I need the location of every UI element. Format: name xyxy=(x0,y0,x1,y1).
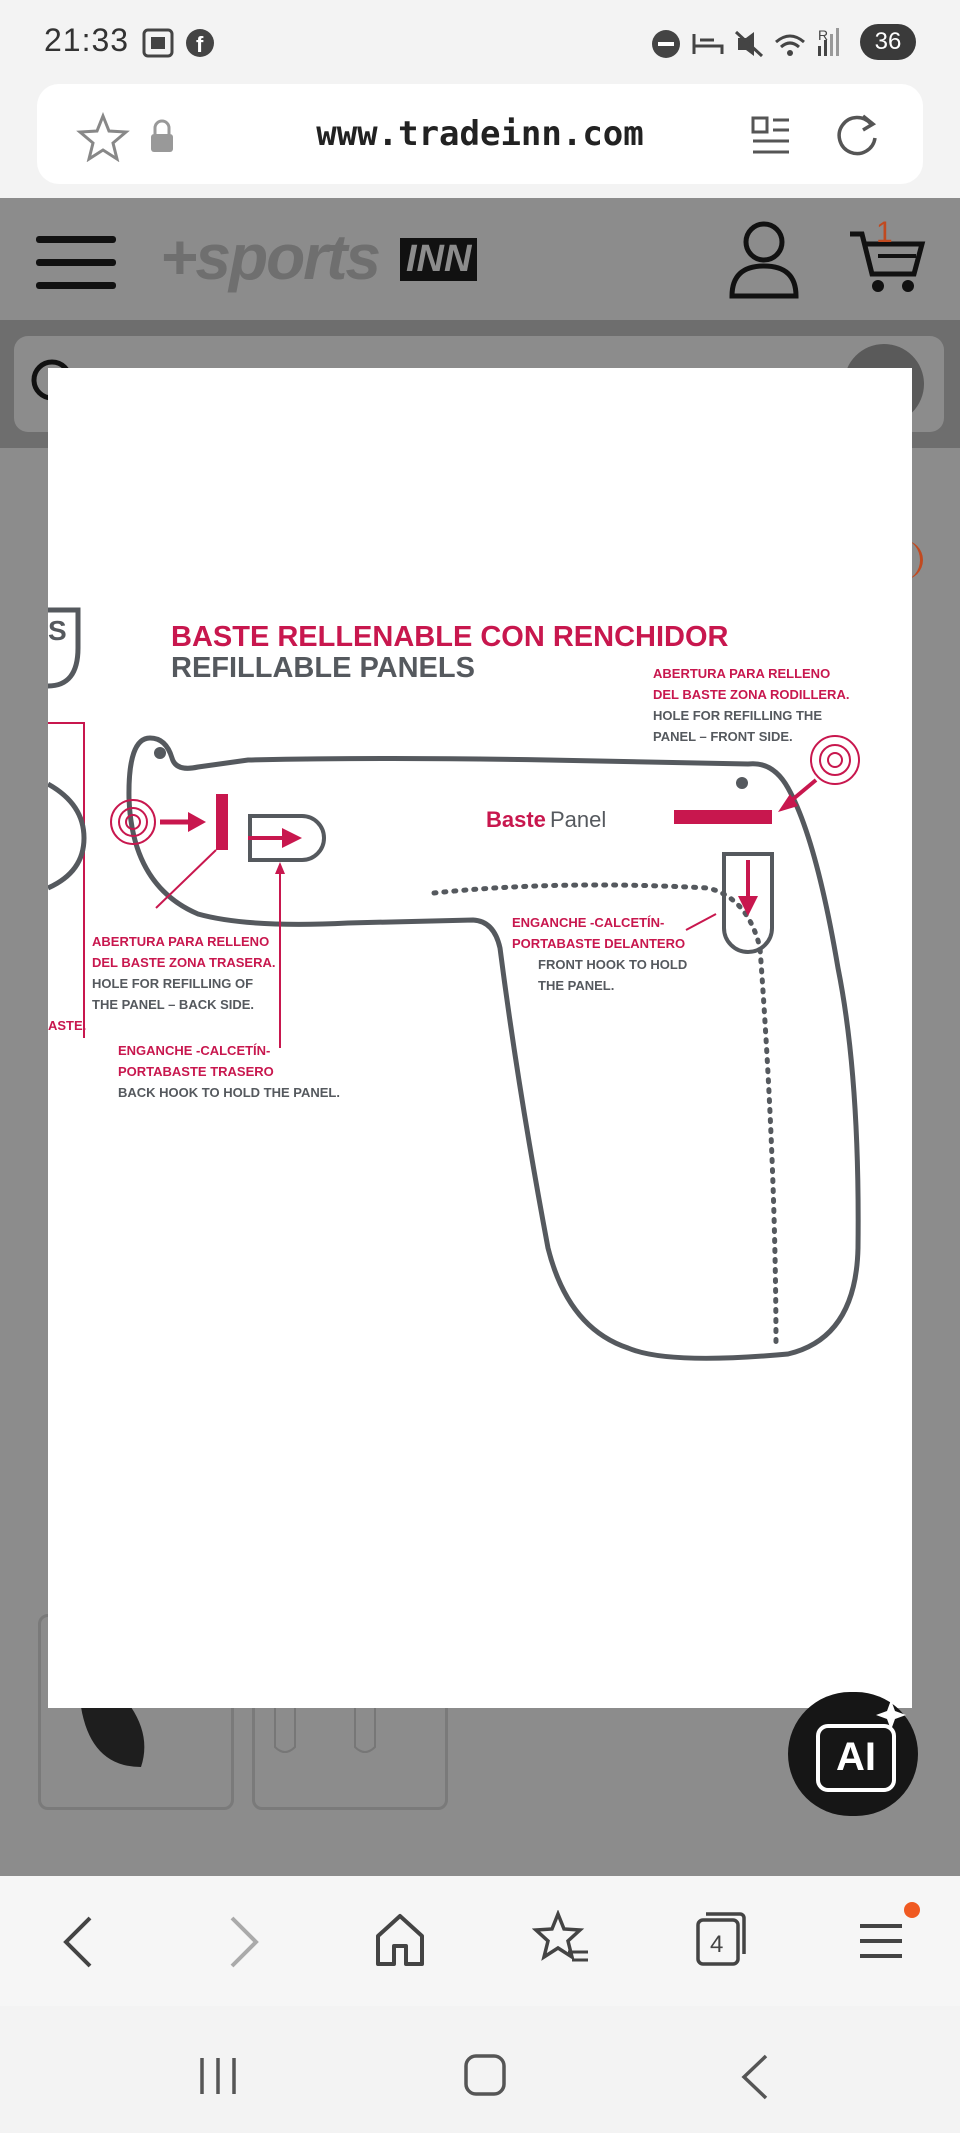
front-hook-caption: ENGANCHE -CALCETÍN- PORTABASTE DELANTERO… xyxy=(512,915,687,993)
forward-arrow-icon[interactable] xyxy=(224,1914,264,1970)
panel-label-panel: Panel xyxy=(550,807,606,832)
svg-text:ABERTURA PARA RELLENO: ABERTURA PARA RELLENO xyxy=(92,934,269,949)
cart-count-badge: 1 xyxy=(876,216,893,249)
svg-text:BACK HOOK TO HOLD THE PANEL.: BACK HOOK TO HOLD THE PANEL. xyxy=(118,1085,340,1100)
system-navigation-bar xyxy=(0,2006,960,2133)
site-logo[interactable]: +sports xyxy=(160,221,381,293)
svg-text:PORTABASTE TRASERO: PORTABASTE TRASERO xyxy=(118,1064,274,1079)
menu-icon[interactable] xyxy=(856,1916,906,1966)
fragment-text: ASTE. xyxy=(48,1018,86,1033)
system-back-icon[interactable] xyxy=(738,2052,772,2102)
reload-icon[interactable] xyxy=(831,110,883,162)
home-icon[interactable] xyxy=(374,1912,426,1968)
front-hook-marker xyxy=(685,852,774,954)
clock: 21:33 xyxy=(44,22,130,58)
address-bar[interactable]: www.tradeinn.com xyxy=(37,84,923,184)
svg-text:ABERTURA PARA RELLENO: ABERTURA PARA RELLENO xyxy=(653,666,830,681)
url-text[interactable]: www.tradeinn.com xyxy=(316,114,644,154)
back-hole-caption: ABERTURA PARA RELLENO DEL BASTE ZONA TRA… xyxy=(92,934,275,1012)
tabs-icon[interactable]: 4 xyxy=(694,1910,748,1970)
svg-text:THE PANEL – BACK SIDE.: THE PANEL – BACK SIDE. xyxy=(92,997,254,1012)
site-logo-badge: INN xyxy=(400,238,478,281)
svg-text:R: R xyxy=(818,27,828,43)
status-bar: 21:33 f R 36 xyxy=(0,0,960,84)
lock-icon xyxy=(151,119,173,152)
status-icons: R xyxy=(652,27,839,58)
system-home-icon[interactable] xyxy=(462,2052,508,2098)
svg-text:ENGANCHE -CALCETÍN-: ENGANCHE -CALCETÍN- xyxy=(512,915,664,930)
svg-text:f: f xyxy=(196,32,204,57)
ai-button-label: AI xyxy=(816,1724,896,1792)
refillable-panel-diagram: S ASTE. BASTE RELLENABLE CON RENCHIDOR R… xyxy=(46,607,861,1361)
svg-text:HOLE FOR REFILLING THE: HOLE FOR REFILLING THE xyxy=(653,708,822,723)
svg-text:DEL BASTE ZONA RODILLERA.: DEL BASTE ZONA RODILLERA. xyxy=(653,687,849,702)
back-arrow-icon[interactable] xyxy=(58,1914,98,1970)
svg-text:HOLE FOR REFILLING OF: HOLE FOR REFILLING OF xyxy=(92,976,253,991)
cart-icon[interactable] xyxy=(848,220,928,300)
front-refill-marker xyxy=(674,735,860,824)
back-hook-caption: ENGANCHE -CALCETÍN- PORTABASTE TRASERO B… xyxy=(118,1043,340,1100)
panel-label-baste: Baste xyxy=(486,807,546,832)
ai-assistant-button[interactable]: AI xyxy=(788,1692,918,1816)
svg-text:PANEL – FRONT SIDE.: PANEL – FRONT SIDE. xyxy=(653,729,793,744)
back-hook-marker xyxy=(248,814,326,1048)
site-header: +sports INN 1 xyxy=(0,198,960,320)
wishlist-edge xyxy=(900,540,923,580)
svg-text:PORTABASTE DELANTERO: PORTABASTE DELANTERO xyxy=(512,936,685,951)
user-account-icon[interactable] xyxy=(728,218,800,300)
bookmark-star-icon[interactable] xyxy=(75,112,131,162)
notification-icons: f xyxy=(142,28,214,58)
battery-indicator: 36 xyxy=(860,24,916,60)
recent-apps-icon[interactable] xyxy=(196,2054,240,2098)
browser-toolbar: 4 xyxy=(0,1876,960,2006)
sparkle-icon xyxy=(876,1700,906,1730)
front-hole-caption: ABERTURA PARA RELLENO DEL BASTE ZONA ROD… xyxy=(653,666,849,744)
svg-text:4: 4 xyxy=(710,1931,723,1958)
image-lightbox[interactable]: S ASTE. BASTE RELLENABLE CON RENCHIDOR R… xyxy=(46,368,912,1708)
menu-notification-dot xyxy=(904,1902,920,1918)
diagram-title-es: BASTE RELLENABLE CON RENCHIDOR xyxy=(171,621,729,653)
svg-text:THE PANEL.: THE PANEL. xyxy=(538,978,614,993)
svg-text:FRONT HOOK TO HOLD: FRONT HOOK TO HOLD xyxy=(538,957,687,972)
svg-text:ENGANCHE -CALCETÍN-: ENGANCHE -CALCETÍN- xyxy=(118,1043,270,1058)
fragment-letter: S xyxy=(48,615,67,646)
svg-text:DEL BASTE ZONA TRASERA.: DEL BASTE ZONA TRASERA. xyxy=(92,955,275,970)
back-refill-marker xyxy=(110,794,228,909)
hamburger-menu-icon[interactable] xyxy=(36,232,118,294)
diagram-title-en: REFILLABLE PANELS xyxy=(171,652,475,684)
bookmarks-icon[interactable] xyxy=(532,1910,590,1968)
reader-mode-icon[interactable] xyxy=(749,114,793,158)
